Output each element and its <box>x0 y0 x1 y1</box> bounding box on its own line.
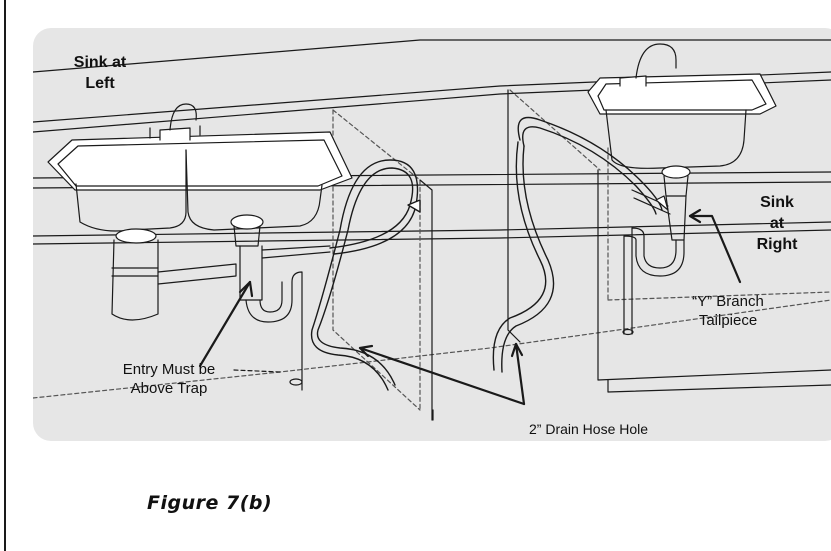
figure-caption: Figure 7(b) <box>147 492 273 514</box>
label-entry-line1: Entry Must be <box>122 361 216 378</box>
label-y-branch-tailpiece: “Y” Branch Tailpiece <box>673 292 783 330</box>
drain-hose-left <box>310 159 421 391</box>
label-sink-right-line2: at <box>769 215 785 232</box>
plumbing-illustration <box>33 39 831 421</box>
label-sink-left-line1: Sink at <box>73 54 127 71</box>
label-sink-right-line1: Sink <box>760 194 794 211</box>
right-sink <box>587 43 777 336</box>
diagram-panel: Sink at Left Sink at Right “Y” Branch Ta… <box>33 28 831 441</box>
label-y-branch-line2: Tailpiece <box>698 312 758 329</box>
page-left-rule <box>4 0 6 551</box>
label-sink-left-line2: Left <box>85 75 115 92</box>
label-entry-above-trap: Entry Must be Above Trap <box>99 360 239 398</box>
callout-arrows <box>198 208 742 406</box>
label-entry-line2: Above Trap <box>130 380 208 397</box>
entry-leader-line <box>233 369 281 373</box>
cabinet-sides <box>419 89 831 421</box>
label-sink-left: Sink at Left <box>60 52 140 94</box>
label-y-branch-line1: “Y” Branch <box>692 293 764 310</box>
label-sink-right-line3: Right <box>756 236 798 253</box>
left-sink <box>47 103 353 391</box>
label-drain-hose-hole: 2” Drain Hose Hole <box>529 421 649 437</box>
label-sink-right: Sink at Right <box>745 192 809 255</box>
drain-hose-middle <box>492 116 663 373</box>
